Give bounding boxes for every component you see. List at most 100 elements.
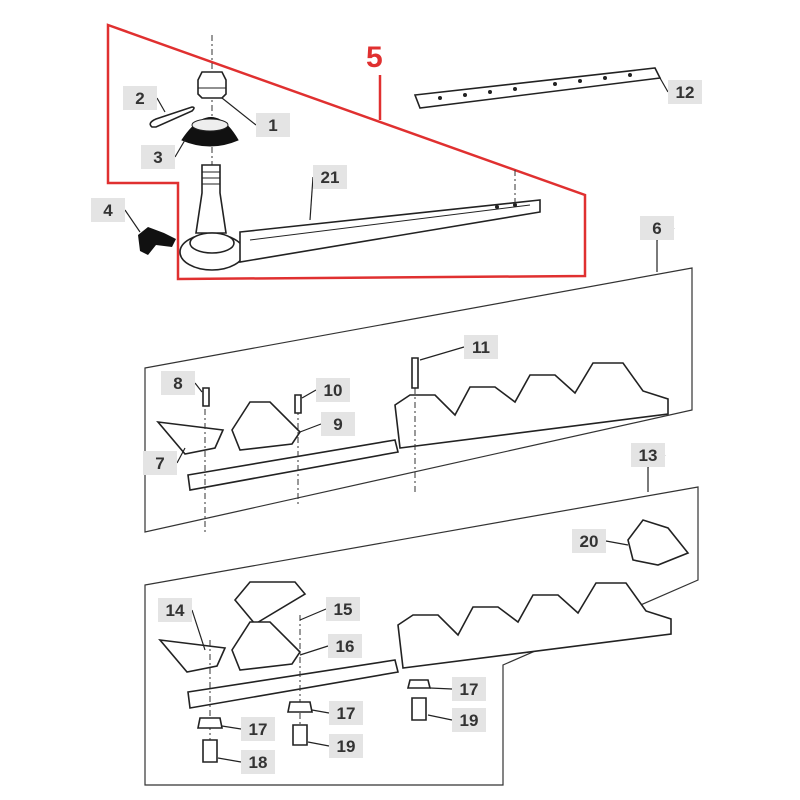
castle-nut bbox=[197, 71, 227, 99]
knife-sections-upper bbox=[156, 362, 669, 491]
rivet-8 bbox=[202, 387, 210, 407]
grease-fitting bbox=[138, 227, 176, 255]
leader-line bbox=[301, 389, 317, 399]
leader-line bbox=[309, 176, 314, 221]
leader-line bbox=[221, 97, 257, 126]
part-number: 19 bbox=[337, 737, 356, 756]
nut-17b bbox=[197, 717, 223, 729]
part-label-21: 21 bbox=[309, 165, 347, 221]
leader-line bbox=[299, 645, 329, 656]
part-label-19: 19 bbox=[427, 708, 486, 732]
leader-line bbox=[307, 741, 330, 747]
cotter-pin bbox=[149, 106, 195, 128]
part-number: 21 bbox=[321, 168, 340, 187]
label-box bbox=[256, 113, 290, 137]
part-number: 14 bbox=[166, 601, 185, 620]
assembly-5-outline bbox=[106, 23, 587, 281]
part-number: 9 bbox=[333, 415, 342, 434]
label-box bbox=[158, 598, 192, 622]
leader-line bbox=[217, 757, 242, 763]
cutter-bar-panel-6 bbox=[144, 267, 693, 533]
part-number: 2 bbox=[135, 89, 144, 108]
part-number: 17 bbox=[460, 680, 479, 699]
label-box bbox=[329, 734, 363, 758]
part-label-4: 4 bbox=[91, 198, 141, 233]
part-label-16: 16 bbox=[299, 634, 362, 658]
part-label-18: 18 bbox=[217, 750, 275, 774]
pitman-arm bbox=[179, 170, 541, 271]
part-label-17: 17 bbox=[311, 701, 363, 725]
label-box bbox=[329, 701, 363, 725]
part-label-14: 14 bbox=[158, 598, 206, 651]
leader-line bbox=[221, 725, 242, 730]
part-number: 13 bbox=[639, 446, 658, 465]
nut-17a bbox=[406, 679, 432, 689]
part-number: 20 bbox=[580, 532, 599, 551]
leader-line bbox=[124, 209, 141, 233]
bolt-19a bbox=[411, 697, 427, 721]
leader-line bbox=[299, 608, 327, 621]
part-label-8: 8 bbox=[161, 371, 203, 395]
part-label-17: 17 bbox=[221, 717, 275, 741]
part-label-20: 20 bbox=[572, 529, 629, 553]
pivot-pin bbox=[195, 164, 227, 234]
label-box bbox=[640, 216, 674, 240]
part-label-2: 2 bbox=[123, 86, 166, 113]
part-number: 16 bbox=[336, 637, 355, 656]
part-number: 12 bbox=[676, 83, 695, 102]
part-number: 10 bbox=[324, 381, 343, 400]
leader-line bbox=[427, 714, 453, 721]
part-number: 17 bbox=[337, 704, 356, 723]
label-box bbox=[452, 677, 486, 701]
part-label-9: 9 bbox=[299, 412, 355, 436]
label-box bbox=[631, 443, 665, 467]
label-box bbox=[316, 378, 350, 402]
part-label-6: 6 bbox=[640, 216, 675, 241]
leader-line bbox=[194, 382, 203, 393]
part-label-17: 17 bbox=[429, 677, 486, 701]
part-number: 18 bbox=[249, 753, 268, 772]
knife-sections-lower bbox=[158, 519, 690, 709]
part-number: 17 bbox=[249, 720, 268, 739]
label-box bbox=[326, 597, 360, 621]
cutter-bar-panel-13 bbox=[144, 486, 699, 786]
label-box bbox=[161, 371, 195, 395]
label-box bbox=[452, 708, 486, 732]
rivet-11 bbox=[411, 357, 419, 389]
label-box bbox=[464, 335, 498, 359]
leader-line bbox=[311, 709, 330, 714]
label-box bbox=[141, 145, 175, 169]
rivet-10 bbox=[294, 394, 302, 414]
part-number: 3 bbox=[153, 148, 162, 167]
label-box bbox=[313, 165, 347, 189]
leader-line bbox=[299, 423, 322, 433]
leader-line bbox=[191, 609, 206, 651]
leader-line bbox=[176, 447, 186, 464]
label-box bbox=[572, 529, 606, 553]
leader-line bbox=[429, 687, 453, 690]
leader-line bbox=[605, 540, 629, 546]
leader-line bbox=[174, 139, 186, 158]
label-box bbox=[241, 717, 275, 741]
wear-plate-bar bbox=[413, 67, 662, 109]
bolt-18 bbox=[202, 739, 218, 763]
part-label-13: 13 bbox=[631, 443, 666, 468]
assembly-5-label: 5 bbox=[366, 41, 383, 74]
part-label-11: 11 bbox=[419, 335, 498, 361]
part-label-12: 12 bbox=[659, 77, 702, 104]
part-label-19: 19 bbox=[307, 734, 363, 758]
part-number: 6 bbox=[652, 219, 661, 238]
label-box bbox=[328, 634, 362, 658]
part-number: 4 bbox=[103, 201, 113, 220]
nut-17c bbox=[287, 701, 313, 713]
dust-cap bbox=[181, 117, 239, 147]
part-label-1: 1 bbox=[221, 97, 290, 137]
label-box bbox=[241, 750, 275, 774]
part-label-7: 7 bbox=[143, 447, 186, 475]
label-box bbox=[91, 198, 125, 222]
label-box bbox=[668, 80, 702, 104]
bolt-19b bbox=[292, 724, 308, 746]
part-number: 19 bbox=[460, 711, 479, 730]
